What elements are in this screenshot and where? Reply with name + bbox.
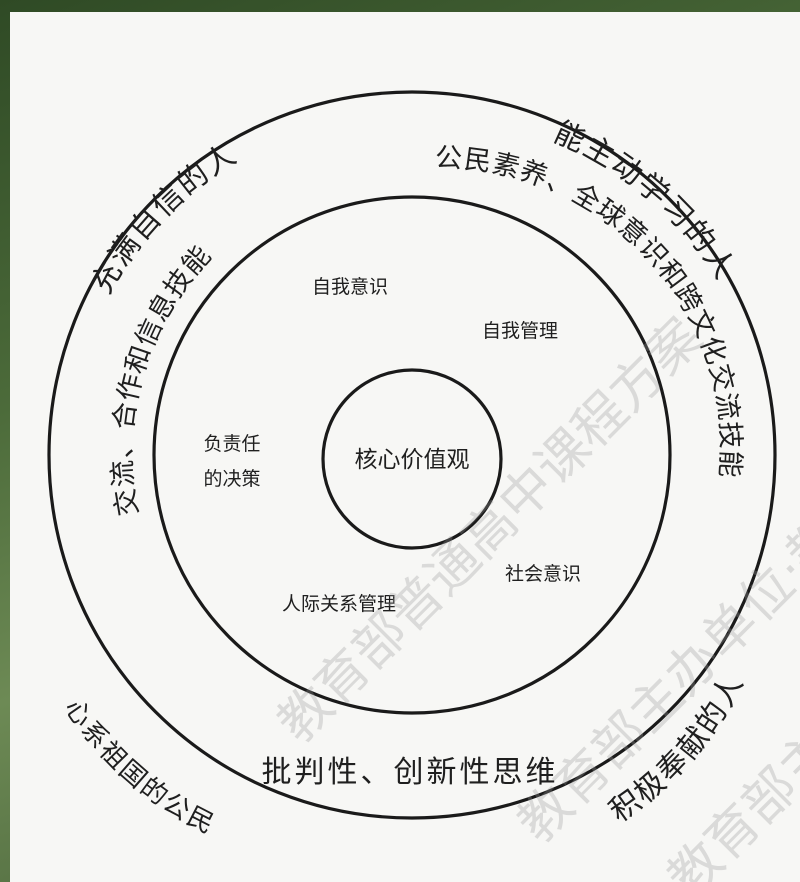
core-label: 核心价值观 [355, 447, 470, 473]
self-awareness-label: 自我意识 [312, 276, 388, 298]
core-ring [321, 368, 503, 550]
patriotic-citizen-label: 心系祖国的公民 [58, 694, 220, 841]
social-awareness-label: 社会意识 [505, 563, 581, 585]
middle-ring [152, 195, 672, 715]
outer-ring [47, 90, 777, 820]
self-management-label: 自我管理 [482, 320, 558, 342]
critical-thinking-label: 批判性、创新性思维 [262, 755, 559, 790]
confident-person-label: 充满自信的人 [84, 136, 243, 299]
responsible-decision-label-2: 的决策 [203, 468, 260, 490]
responsible-decision-label-1: 负责任 [203, 433, 260, 455]
relationship-management-label: 人际关系管理 [282, 593, 396, 615]
